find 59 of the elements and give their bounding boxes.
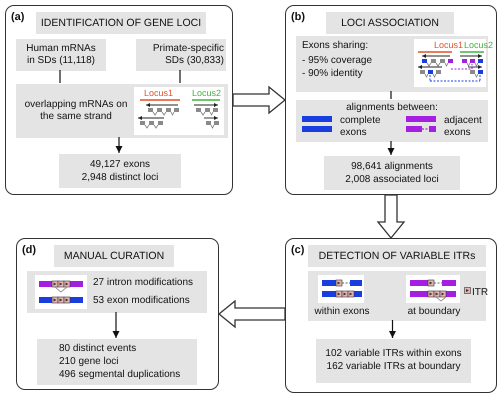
box-text: overlapping mRNAs on the same strand — [24, 99, 128, 123]
result-box — [59, 154, 181, 188]
block-arrow — [232, 86, 286, 114]
data-source-box — [16, 39, 106, 71]
panel — [16, 238, 219, 390]
connector-line — [390, 91, 392, 99]
box-text: Primate-specific SDs (30,833) — [152, 43, 224, 67]
process-box — [27, 271, 207, 313]
panel — [285, 238, 497, 393]
arrow — [116, 137, 122, 153]
connector-line — [179, 70, 181, 83]
arrow — [388, 141, 394, 155]
section-heading: IDENTIFICATION OF GENE LOCI — [36, 12, 206, 34]
result-box — [316, 339, 471, 383]
data-source-box — [136, 39, 226, 71]
block-arrow — [376, 194, 406, 240]
panel-letter: (c) — [291, 244, 304, 256]
box-text: 49,127 exons — [88, 159, 152, 171]
process-box — [16, 84, 228, 138]
box-text: Exons sharing: — [302, 40, 368, 52]
arrow — [389, 320, 396, 338]
panel-letter: (a) — [11, 11, 24, 23]
box-text: 2,008 associated loci — [344, 174, 440, 186]
locus-label: Locus1 — [434, 40, 464, 50]
panel-letter: (b) — [291, 11, 306, 23]
section-heading: LOCI ASSOCIATION — [326, 12, 454, 34]
locus-label: Locus2 — [192, 88, 222, 98]
box-text: Human mRNAs in SDs (11,118) — [25, 43, 97, 67]
box-text: 53 exon modifications — [93, 295, 190, 307]
locus-label: Locus2 — [464, 40, 494, 50]
panel — [5, 5, 233, 195]
box-text: 496 segmental duplications — [59, 369, 180, 381]
panel — [285, 5, 497, 195]
legend-text: complete exons — [340, 115, 382, 139]
section-heading: DETECTION OF VARIABLE ITRs — [308, 245, 486, 267]
process-box — [308, 271, 486, 321]
box-text: 98,641 alignments — [350, 161, 434, 173]
arrow — [112, 312, 120, 338]
box-caption: within exons — [313, 306, 371, 318]
result-box — [37, 339, 197, 385]
block-arrow — [218, 300, 286, 328]
box-text: 27 intron modifications — [93, 277, 194, 289]
panel-letter: (d) — [22, 244, 36, 256]
legend-text: adjacent exons — [444, 115, 483, 139]
connector-line — [59, 70, 61, 83]
box-text: 162 variable ITRs at boundary — [326, 361, 462, 373]
list-item: - 90% identity — [302, 68, 363, 80]
process-box — [296, 100, 488, 142]
box-text: 210 gene loci — [59, 356, 118, 368]
box-text: alignments between: — [345, 102, 439, 114]
box-text: 2,948 distinct loci — [80, 172, 160, 184]
section-heading: MANUAL CURATION — [54, 245, 174, 267]
locus-label: Locus1 — [144, 88, 174, 98]
legend-text: ITR — [472, 287, 488, 299]
result-box — [324, 156, 460, 190]
list-item: - 95% coverage — [302, 55, 372, 67]
box-text: 80 distinct events — [59, 343, 136, 355]
box-text: 102 variable ITRs within exons — [324, 348, 463, 360]
box-caption: at boundary — [406, 306, 462, 318]
